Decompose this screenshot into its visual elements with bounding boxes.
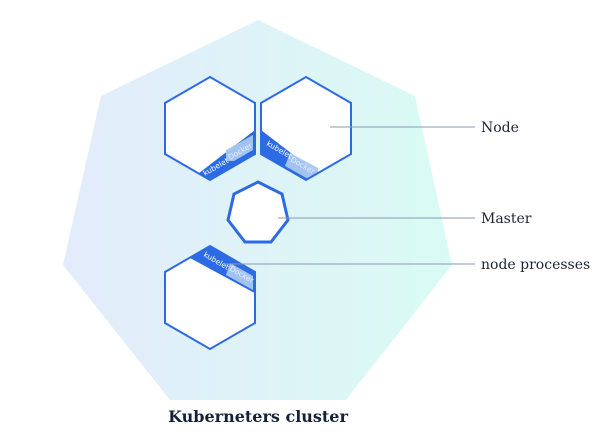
node-outline [164,75,256,182]
docker-box [285,153,318,180]
label-node-processes: node processes [481,257,590,273]
docker-box [226,135,253,161]
node-outline [260,75,352,182]
diagram-caption: Kuberneters cluster [168,407,348,426]
label-master: Master [481,211,532,227]
node-outline [164,244,256,351]
node-3: kubelet Docker [164,244,256,351]
master-heptagon [226,180,290,244]
label-node: Node [481,120,519,136]
docker-box [226,263,253,290]
master [226,180,290,244]
